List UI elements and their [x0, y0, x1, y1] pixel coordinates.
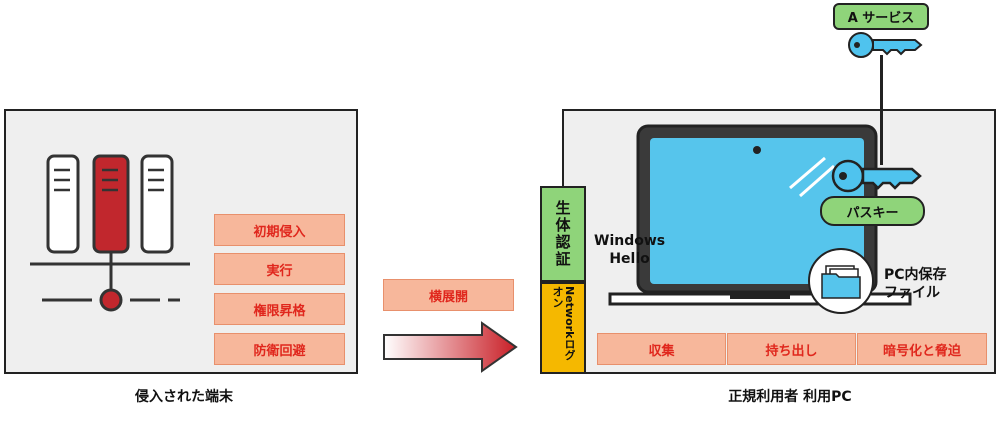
- lateral-movement-tag: 横展開: [383, 279, 514, 311]
- pc-file-badge: [808, 248, 874, 314]
- biometric-auth-box: 生体認証: [540, 186, 586, 282]
- pc-file-label: PC内保存 ファイル: [884, 266, 947, 302]
- legitimate-pc-caption: 正規利用者 利用PC: [728, 389, 852, 405]
- biometric-auth-label: 生体認証: [553, 200, 572, 268]
- step-initial-access: 初期侵入: [214, 214, 345, 246]
- network-logon-label: Networkログオン: [551, 286, 575, 361]
- key-cable: [880, 55, 883, 165]
- passkey-label: パスキー: [820, 196, 925, 226]
- windows-hello-line1: Windows: [594, 233, 666, 249]
- service-a-label: A サービス: [833, 3, 929, 30]
- impact-collection: 収集: [597, 333, 726, 365]
- impact-exfiltration: 持ち出し: [727, 333, 856, 365]
- windows-hello-label: Windows Hello: [594, 232, 665, 268]
- pc-file-label-line2: ファイル: [884, 285, 940, 301]
- impact-encryption-extortion: 暗号化と脅迫: [857, 333, 987, 365]
- step-execution: 実行: [214, 253, 345, 285]
- windows-hello-line2: Hello: [609, 251, 650, 267]
- network-logon-box: Networkログオン: [540, 282, 586, 374]
- server-rack-icon: [30, 154, 190, 312]
- lateral-arrow-icon: [383, 321, 518, 373]
- step-privilege-escalation: 権限昇格: [214, 293, 345, 325]
- pc-file-label-line1: PC内保存: [884, 267, 947, 283]
- compromised-terminal-caption: 侵入された端末: [135, 389, 233, 405]
- passkey-key-icon: [831, 159, 922, 193]
- folder-icon: [821, 265, 861, 299]
- service-key-icon: [848, 32, 923, 58]
- step-defense-evasion: 防衛回避: [214, 333, 345, 365]
